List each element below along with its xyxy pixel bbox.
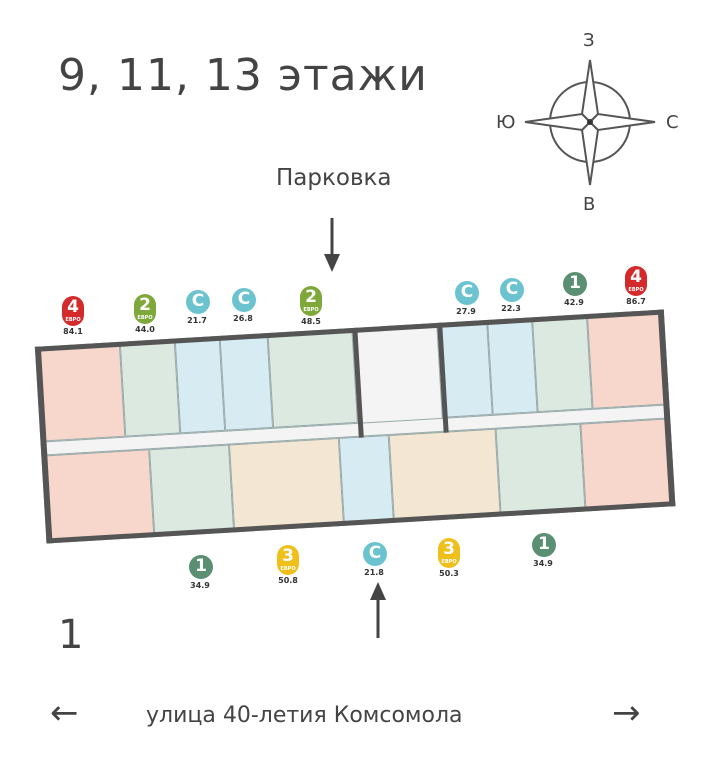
apartment-bottom[interactable] — [41, 449, 155, 544]
apartment-area: 22.3 — [501, 304, 521, 313]
room-count: 1 — [195, 556, 207, 576]
room-count: С — [460, 282, 474, 302]
apartment-badge[interactable]: С — [186, 290, 210, 314]
apartment-bottom[interactable] — [338, 435, 394, 526]
room-count: С — [368, 543, 382, 563]
room-count: С — [505, 279, 519, 299]
apartment-badge[interactable]: С — [500, 278, 524, 302]
apartment-top[interactable] — [34, 341, 126, 442]
compass-south-label: В — [583, 194, 596, 215]
room-count: С — [237, 289, 251, 309]
room-count: 4 — [67, 297, 79, 317]
apartment-badge[interactable]: С — [232, 288, 256, 312]
apartment-area: 50.3 — [439, 569, 459, 578]
apartment-area: 42.9 — [564, 298, 584, 307]
apartment-top[interactable] — [119, 338, 181, 437]
apartment-bottom[interactable] — [580, 418, 676, 512]
apartment-bottom[interactable] — [228, 437, 345, 533]
parking-label: Парковка — [276, 165, 392, 191]
apartment-badge[interactable]: 1 — [532, 533, 556, 557]
apartment-area: 34.9 — [533, 559, 553, 568]
apartment-top[interactable] — [586, 309, 670, 409]
apartment-area: 21.8 — [364, 568, 384, 577]
apartment-area: 84.1 — [63, 327, 83, 336]
apartment-area: 44.0 — [135, 325, 155, 334]
room-count: 4 — [630, 267, 642, 287]
arrow-left-icon: ← — [50, 693, 79, 733]
apartment-badge[interactable]: С — [455, 281, 479, 305]
apartment-area: 34.9 — [190, 581, 210, 590]
euro-label: ЕВРО — [441, 559, 457, 565]
apartment-area: 26.8 — [233, 314, 253, 323]
room-count: 2 — [139, 295, 151, 315]
building-plan — [34, 300, 676, 549]
apartment-area: 27.9 — [456, 307, 476, 316]
street-label: улица 40-летия Комсомола — [146, 703, 463, 728]
room-count: 3 — [443, 539, 455, 559]
section-number: 1 — [58, 612, 84, 658]
apartment-area: 48.5 — [301, 317, 321, 326]
compass-west-label: Ю — [496, 112, 516, 133]
arrow-down-icon — [324, 218, 340, 272]
room-count: 2 — [305, 287, 317, 307]
room-count: 3 — [282, 546, 294, 566]
apartment-bottom[interactable] — [388, 428, 501, 523]
euro-label: ЕВРО — [137, 315, 153, 321]
apartment-bottom[interactable] — [149, 444, 235, 538]
euro-label: ЕВРО — [303, 307, 319, 313]
page-title: 9, 11, 13 этажи — [58, 50, 428, 101]
apartment-top[interactable] — [531, 314, 593, 413]
apartment-top[interactable] — [219, 333, 274, 431]
room-count: 1 — [569, 273, 581, 293]
apartment-top[interactable] — [267, 327, 358, 428]
entrance-arrow-icon — [370, 582, 386, 638]
compass-east-label: С — [666, 112, 679, 133]
arrow-right-icon: → — [612, 693, 641, 733]
apartment-top[interactable] — [487, 317, 538, 415]
apartment-area: 21.7 — [187, 316, 207, 325]
compass-north-label: З — [583, 30, 595, 51]
apartment-area: 50.8 — [278, 576, 298, 585]
room-count: С — [191, 291, 205, 311]
euro-label: ЕВРО — [280, 566, 296, 572]
apartment-bottom[interactable] — [495, 423, 586, 517]
room-count: 1 — [538, 534, 550, 554]
apartment-top[interactable] — [174, 335, 226, 434]
compass-icon — [524, 59, 656, 186]
euro-label: ЕВРО — [628, 287, 644, 293]
apartment-badge[interactable]: С — [363, 542, 387, 566]
apartment-badge[interactable]: 1 — [563, 272, 587, 296]
euro-label: ЕВРО — [65, 317, 81, 323]
apartment-badge[interactable]: 1 — [189, 555, 213, 579]
apartment-area: 86.7 — [626, 297, 646, 306]
